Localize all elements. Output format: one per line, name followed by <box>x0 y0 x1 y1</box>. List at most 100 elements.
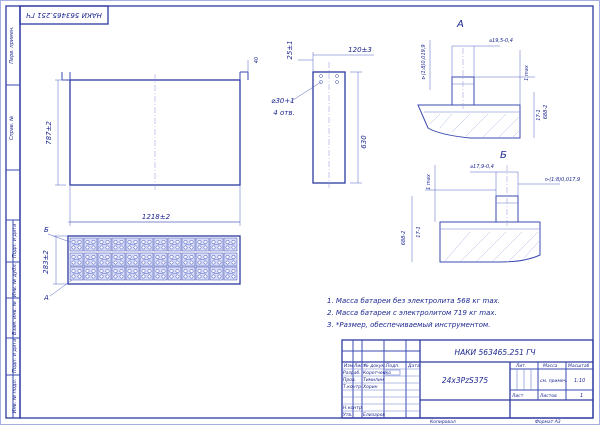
terminal-post <box>141 260 146 265</box>
front-width-dim: 1218±2 <box>142 213 171 221</box>
terminal-post <box>231 269 236 273</box>
terminal-post <box>91 260 96 265</box>
note-2: 2. Масса батареи с электролитом 719 кг m… <box>327 309 497 317</box>
terminal-post <box>211 255 216 259</box>
terminal-post <box>91 245 96 250</box>
terminal-post <box>203 274 208 279</box>
tb-name-utv: Елизаров <box>363 412 385 418</box>
terminal-post <box>113 245 118 250</box>
terminal-post <box>217 274 222 279</box>
terminal-post <box>113 240 118 244</box>
terminal-post <box>85 260 90 265</box>
terminal-post <box>155 274 160 279</box>
terminal-post <box>105 269 110 273</box>
terminal-post <box>119 274 124 279</box>
top-view: 283±2 Б А <box>42 221 241 302</box>
terminal-post <box>141 245 146 250</box>
terminal-post <box>71 240 76 244</box>
tb-name-prov: Тимилин <box>363 377 384 383</box>
cells-grid <box>69 237 238 281</box>
terminal-post <box>155 260 160 265</box>
terminal-post <box>225 245 230 250</box>
detail-a-h1: 17-1 <box>536 109 542 120</box>
terminal-post <box>211 260 216 265</box>
terminal-post <box>183 274 188 279</box>
title-block: НАКИ 563465.251 ГЧ Изм Лист № докум. Под… <box>341 339 594 419</box>
terminal-post <box>99 255 104 259</box>
detail-a: А ⌀19,5-0,4 ⊳(1:8)0,019,9 1 max 17-1 688… <box>417 19 549 139</box>
terminal-post <box>203 245 208 250</box>
terminal-post <box>161 240 166 244</box>
terminal-post <box>183 255 188 259</box>
terminal-post <box>127 240 132 244</box>
terminal-post <box>91 240 96 244</box>
terminal-post <box>225 274 230 279</box>
detail-b-taper: ⊳(1:8)0,017,9 <box>545 177 580 183</box>
terminal-post <box>231 260 236 265</box>
terminal-post <box>183 260 188 265</box>
terminal-post <box>203 255 208 259</box>
terminal-post <box>127 269 132 273</box>
strip-label-vzam-inv: Взам. инв. № <box>12 301 18 335</box>
detail-b: Б ⌀17,9-0,4 ⊳(1:8)0,017,9 1 max 17-1 688… <box>401 150 580 263</box>
rotated-drawing-number: НАКИ 563465.251 ГЧ <box>26 11 102 19</box>
terminal-post <box>71 274 76 279</box>
tb-role-utv: Утв. <box>343 412 352 418</box>
terminal-post <box>217 255 222 259</box>
terminal-post <box>91 255 96 259</box>
front-top-dim: 40 <box>254 57 260 63</box>
terminal-post <box>133 245 138 250</box>
terminal-post <box>197 274 202 279</box>
terminal-post <box>99 260 104 265</box>
terminal-post <box>147 240 152 244</box>
terminal-post <box>217 269 222 273</box>
terminal-post <box>183 245 188 250</box>
strip-label-podp-1: Подп. и дата <box>12 224 18 258</box>
terminal-post <box>85 269 90 273</box>
tb-role-nkontr: Н.контр. <box>343 405 363 411</box>
terminal-post <box>77 245 82 250</box>
terminal-post <box>175 240 180 244</box>
terminal-post <box>133 274 138 279</box>
title-rows <box>342 368 420 412</box>
side-holes-count: 4 отв. <box>273 109 294 117</box>
terminal-post <box>119 240 124 244</box>
terminal-post <box>147 260 152 265</box>
terminal-post <box>91 274 96 279</box>
terminal-post <box>85 255 90 259</box>
terminal-post <box>225 269 230 273</box>
terminal-post <box>119 269 124 273</box>
terminal-post <box>169 269 174 273</box>
terminal-post <box>161 274 166 279</box>
tb-header-dokum: № докум. <box>363 363 386 369</box>
terminal-post <box>225 240 230 244</box>
terminal-post <box>99 269 104 273</box>
detail-a-taper: ⊳(1:8)0,019,9 <box>421 44 427 79</box>
terminal-post <box>197 269 202 273</box>
terminal-post <box>133 240 138 244</box>
terminal-post <box>133 255 138 259</box>
terminal-post <box>119 255 124 259</box>
terminal-post <box>113 269 118 273</box>
terminal-post <box>71 269 76 273</box>
side-offset-dim: 25±1 <box>286 40 294 59</box>
terminal-post <box>155 255 160 259</box>
strip-label-inv-dubl: Инв. № дубл. <box>12 263 18 297</box>
strip-label-perv-primen: Перв. примен. <box>9 26 15 64</box>
detail-b-diameter: ⌀17,9-0,4 <box>470 164 494 170</box>
left-margin-strip: Перв. примен. Справ. № Подп. и дата Инв.… <box>5 5 21 419</box>
terminal-post <box>141 240 146 244</box>
detail-a-h2: 688-2 <box>543 105 549 120</box>
terminal-post <box>175 269 180 273</box>
terminal-post <box>169 274 174 279</box>
terminal-post <box>161 269 166 273</box>
terminal-post <box>141 255 146 259</box>
detail-a-diameter: ⌀19,5-0,4 <box>489 38 513 44</box>
tb-header-izm: Изм <box>344 363 354 369</box>
top-label-b: Б <box>44 226 49 234</box>
tb-header-podp: Подп. <box>386 363 400 369</box>
terminal-post <box>217 240 222 244</box>
terminal-post <box>217 260 222 265</box>
